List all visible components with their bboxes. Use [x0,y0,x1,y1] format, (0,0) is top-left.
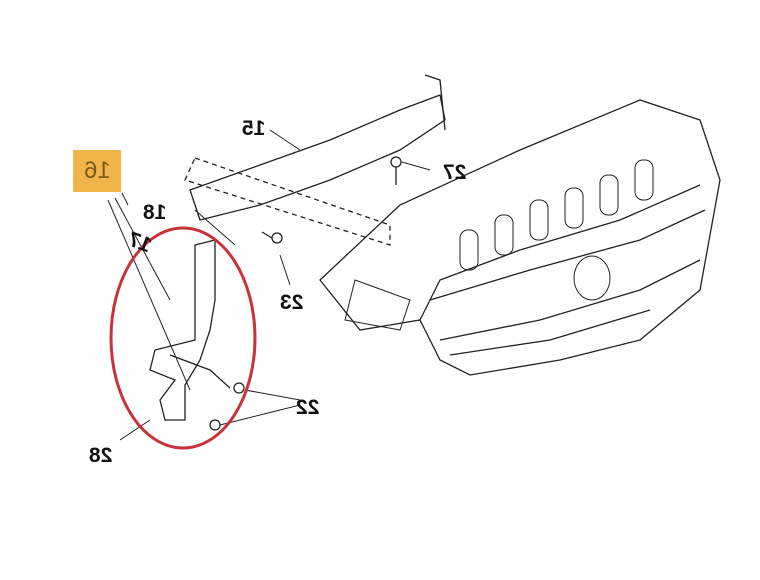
callout-28: 28 [89,444,113,467]
highlight-circle [109,226,257,450]
callout-15: 15 [242,117,266,140]
callout-18: 18 [143,201,167,224]
callout-16-highlighted: 16 [73,150,121,192]
callout-16-label: 16 [83,157,111,184]
callout-23: 23 [280,291,304,314]
callout-22: 22 [296,396,320,419]
callout-27: 27 [443,161,467,184]
upper-bracket [189,94,446,221]
lower-bracket [149,239,216,421]
grille [319,99,721,376]
